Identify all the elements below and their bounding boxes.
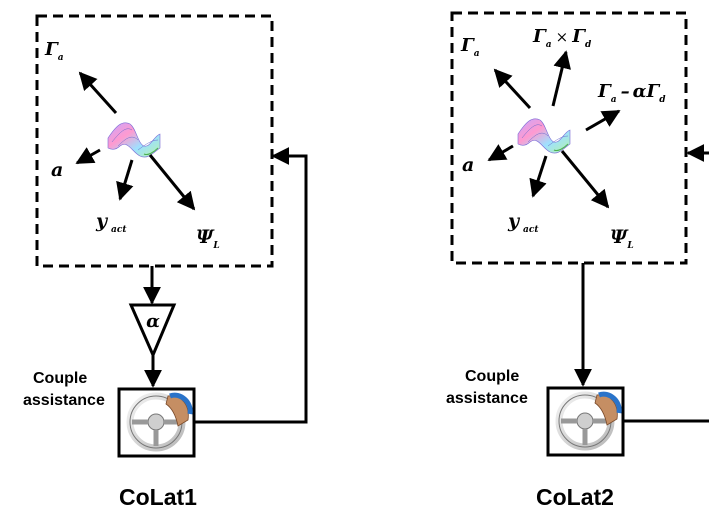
- label-a: a: [51, 159, 63, 181]
- arrow-gamma-a: [78, 71, 118, 115]
- caption-colat1: CoLat1: [119, 484, 197, 510]
- arrow-a: [487, 144, 514, 162]
- arrow-psi-l: [560, 150, 610, 209]
- arrow-a: [75, 147, 101, 165]
- model-box: [450, 11, 688, 265]
- gain-symbol: α: [146, 311, 160, 332]
- arrow-gamma-diff: [585, 109, 621, 132]
- label-gamma-product: Γa×Γd: [532, 26, 592, 50]
- assistance-label-line1: Couple: [33, 370, 87, 387]
- gain-triangle: [128, 303, 177, 359]
- label-gamma-a: Γa: [44, 39, 64, 63]
- arrow-gamma-a: [493, 68, 532, 110]
- caption-colat2: CoLat2: [536, 484, 614, 510]
- steering-wheel-icon: [126, 392, 193, 452]
- label-gamma-diff: Γa–αΓd: [597, 81, 666, 105]
- label-psi-l: ΨL: [196, 226, 220, 251]
- model-box: [35, 14, 274, 268]
- assistance-label-line2: assistance: [23, 392, 105, 409]
- arrow-gamma-product: [551, 50, 571, 107]
- label-psi-l: ΨL: [610, 226, 634, 251]
- feedback-line: [194, 147, 308, 424]
- label-a: a: [462, 154, 474, 176]
- assistance-label-line1: Couple: [465, 368, 519, 385]
- label-gamma-a: Γa: [460, 35, 480, 59]
- arrow-psi-l: [148, 154, 196, 211]
- surface-plot-icon: [107, 122, 161, 158]
- assistance-label-line2: assistance: [446, 390, 528, 407]
- surface-plot-icon: [517, 118, 571, 154]
- arrow-y-act: [529, 155, 548, 198]
- steering-wheel-icon: [555, 391, 622, 451]
- arrow-y-act: [116, 159, 134, 201]
